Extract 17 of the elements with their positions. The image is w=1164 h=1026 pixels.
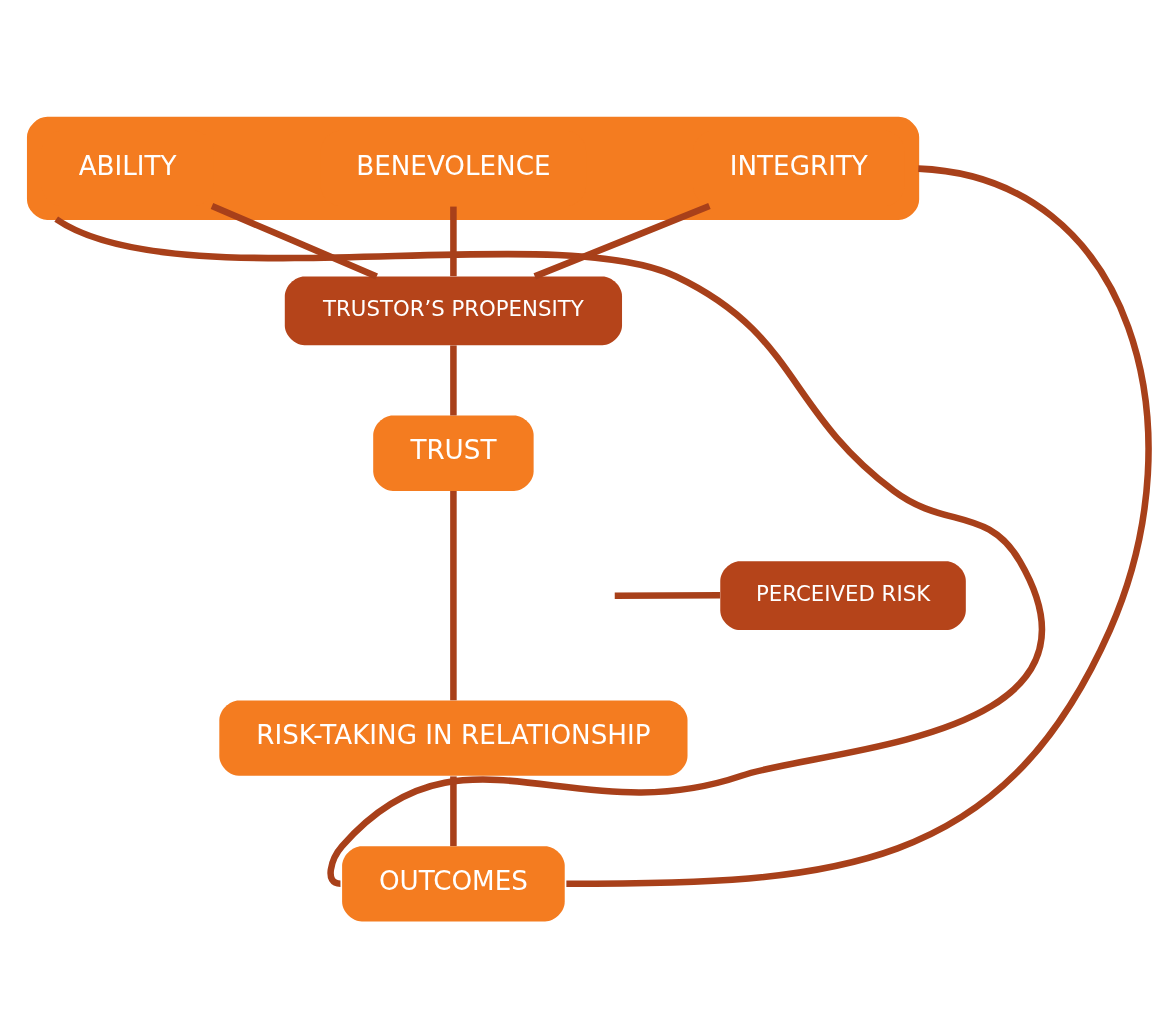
connector — [450, 491, 457, 701]
node-box: OUTCOMES — [342, 846, 565, 922]
connector — [450, 345, 457, 416]
connector — [210, 203, 378, 280]
node-box: RISK-TAKING IN RELATIONSHIP — [219, 700, 688, 776]
connector — [450, 776, 457, 847]
cluster — [26, 116, 920, 220]
node-text: INTEGRITY — [729, 150, 868, 181]
node-text: ABILITY — [78, 150, 177, 181]
node-box: PERCEIVED RISK — [720, 561, 966, 631]
node-box: TRUST — [373, 415, 534, 491]
connector — [450, 206, 457, 277]
node-box: TRUSTOR’S PROPENSITY — [284, 276, 623, 346]
node-text: BENEVOLENCE — [356, 150, 551, 181]
connector — [614, 591, 720, 599]
connector — [533, 203, 711, 280]
connector — [566, 165, 1152, 888]
